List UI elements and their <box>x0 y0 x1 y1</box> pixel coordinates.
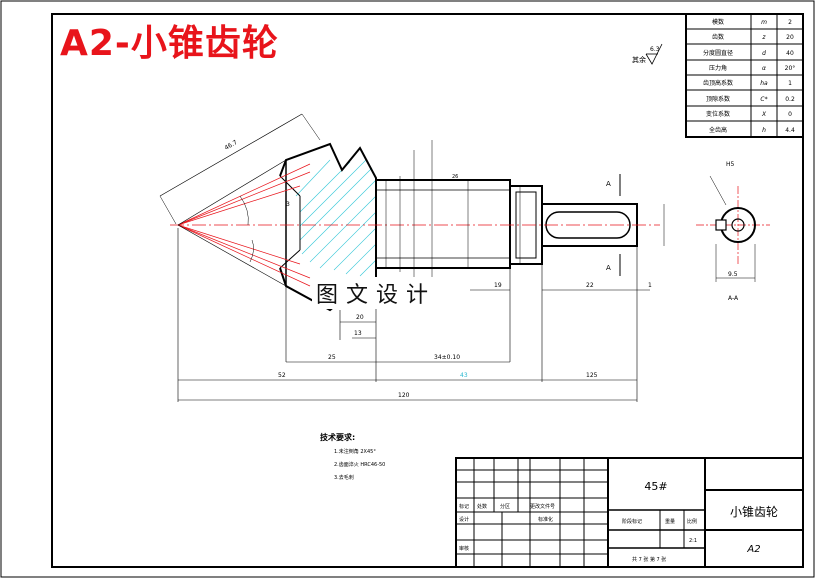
title-block-text: 标记 处数 分区 更改文件号 设计 标准化 审核 阶段标记 重量 比例 2:1 … <box>459 503 697 563</box>
param-name: 齿数 <box>712 33 724 41</box>
dim-52: 52 <box>278 372 286 379</box>
dim-25: 25 <box>328 354 336 361</box>
tb-code: A2 <box>746 544 760 555</box>
roughness-label: 其余 <box>632 55 646 64</box>
tb-review: 审核 <box>459 545 469 552</box>
dim-43: 43 <box>460 372 468 379</box>
tb-part-name: 小锥齿轮 <box>730 505 778 519</box>
roughness-value: 6.3 <box>650 46 660 53</box>
param-name: 模数 <box>712 18 724 26</box>
watermark: 图文设计 <box>312 277 441 309</box>
dim-120: 120 <box>398 392 410 399</box>
dim-20: 20 <box>356 314 364 321</box>
inner-border <box>51 13 804 568</box>
dim-22: 22 <box>586 282 594 289</box>
tb-ratio: 比例 <box>687 518 697 525</box>
param-name: 齿顶高系数 <box>703 79 733 87</box>
param-name: 顶隙系数 <box>706 95 730 103</box>
dim-slant: 46.7 <box>224 139 239 152</box>
main-view: 46.7 3 26 A A <box>159 113 665 402</box>
param-val: 40 <box>786 50 794 57</box>
tb-designer: 设计 <box>459 516 469 523</box>
tb-mark: 标记 <box>459 503 469 510</box>
dim-9-5: 9.5 <box>728 271 738 278</box>
param-sym: X <box>761 111 767 118</box>
param-val: 0.2 <box>785 96 795 103</box>
technical-notes: 技术要求: 1.未注倒角 2X45° 2.齿面淬火 HRC46-50 3.去毛刺 <box>320 432 385 481</box>
roughness-symbol: 其余 6.3 <box>632 43 663 65</box>
section-label: A-A <box>728 295 739 302</box>
param-val: 20° <box>785 65 796 72</box>
tb-docno: 更改文件号 <box>530 503 555 510</box>
dim-26: 26 <box>452 174 458 180</box>
dim-13: 13 <box>354 330 362 337</box>
param-sym: α <box>762 65 766 72</box>
param-val: 2 <box>788 19 792 26</box>
notes-heading: 技术要求: <box>320 432 355 442</box>
tb-stage: 阶段标记 <box>622 518 642 525</box>
tb-std: 标准化 <box>538 516 553 523</box>
param-val: 20 <box>786 34 794 41</box>
dim-3: 3 <box>286 201 290 208</box>
param-name: 全齿高 <box>709 126 727 134</box>
param-sym: m <box>761 19 767 26</box>
section-view: H5 9.5 A-A <box>696 161 770 302</box>
param-sym: d <box>762 50 766 57</box>
section-mark-top: A <box>606 180 611 188</box>
param-val: 4.4 <box>785 127 795 134</box>
param-name: 压力角 <box>709 64 727 72</box>
param-sym: z <box>761 34 766 41</box>
dim-19: 19 <box>494 282 502 289</box>
dim-1: 1 <box>648 282 652 289</box>
section-mark-bottom: A <box>606 264 611 272</box>
param-val: 0 <box>788 111 792 118</box>
dim-125: 125 <box>586 372 598 379</box>
param-sym: ha <box>760 80 768 87</box>
dim-34: 34±0.10 <box>434 354 460 361</box>
tb-count: 处数 <box>477 503 487 510</box>
param-name: 分度圆直径 <box>703 49 733 57</box>
param-val: 1 <box>788 80 792 87</box>
param-sym: C* <box>760 96 767 103</box>
tb-zone: 分区 <box>500 503 510 510</box>
page-title: A2-小锥齿轮 <box>60 23 279 64</box>
notes-line1: 1.未注倒角 2X45° <box>334 448 376 455</box>
param-sym: h <box>762 127 766 134</box>
tb-weight: 重量 <box>665 518 675 525</box>
param-name: 变位系数 <box>706 110 730 118</box>
parameter-table: 模数 m 2 齿数 z 20 分度圆直径 d 40 压力角 α 20° 齿顶高系… <box>685 13 804 138</box>
tb-material: 45# <box>644 480 667 493</box>
title-block <box>455 457 804 568</box>
notes-line3: 3.去毛刺 <box>334 474 354 481</box>
dim-h5: H5 <box>726 161 735 168</box>
notes-line2: 2.齿面淬火 HRC46-50 <box>334 461 385 468</box>
tb-scale: 2:1 <box>689 538 697 544</box>
tb-sheets: 共 7 张 第 7 张 <box>632 556 666 563</box>
